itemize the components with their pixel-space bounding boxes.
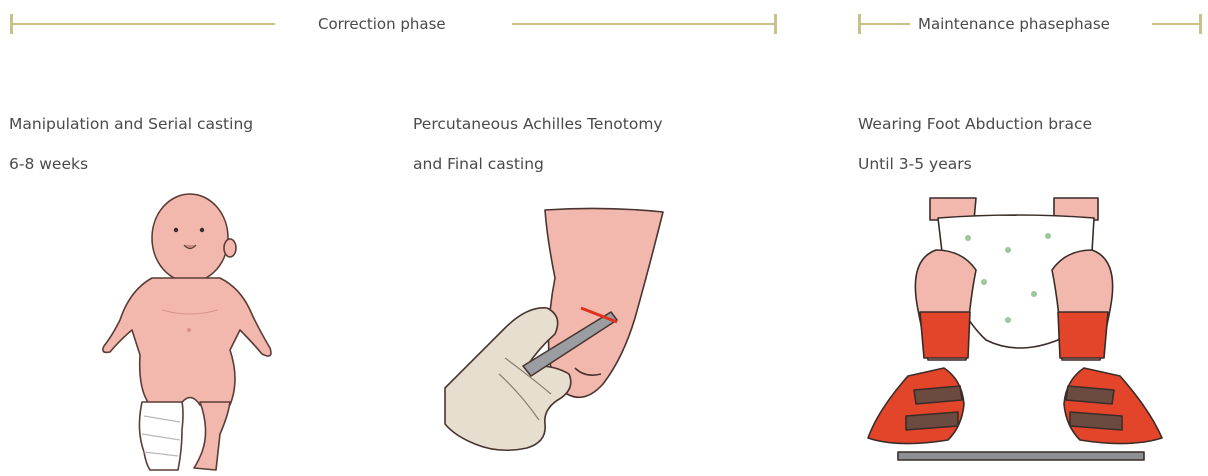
correction-phase-label: Correction phase: [318, 15, 446, 33]
step-title: Manipulation and Serial casting: [9, 104, 253, 144]
tenotomy-illustration: [435, 198, 675, 468]
foot-abduction-brace-illustration: [858, 190, 1183, 470]
baby-with-cast-illustration: [90, 190, 290, 475]
step-tenotomy: Percutaneous Achilles Tenotomy and Final…: [413, 104, 663, 184]
maintenance-bar-right: [1152, 23, 1202, 25]
step-subtitle: and Final casting: [413, 144, 663, 184]
correction-bar-right: [512, 23, 777, 25]
step-title: Wearing Foot Abduction brace: [858, 104, 1092, 144]
step-title: Percutaneous Achilles Tenotomy: [413, 104, 663, 144]
maintenance-bar-left: [858, 23, 910, 25]
correction-end-tick: [774, 14, 777, 34]
correction-bar-left: [10, 23, 275, 25]
step-duration: Until 3-5 years: [858, 144, 1092, 184]
step-duration: 6-8 weeks: [9, 144, 253, 184]
maintenance-end-tick: [1199, 14, 1202, 34]
step-abduction-brace: Wearing Foot Abduction brace Until 3-5 y…: [858, 104, 1092, 184]
maintenance-phase-label: Maintenance phasephase: [918, 15, 1110, 33]
step-serial-casting: Manipulation and Serial casting 6-8 week…: [9, 104, 253, 184]
